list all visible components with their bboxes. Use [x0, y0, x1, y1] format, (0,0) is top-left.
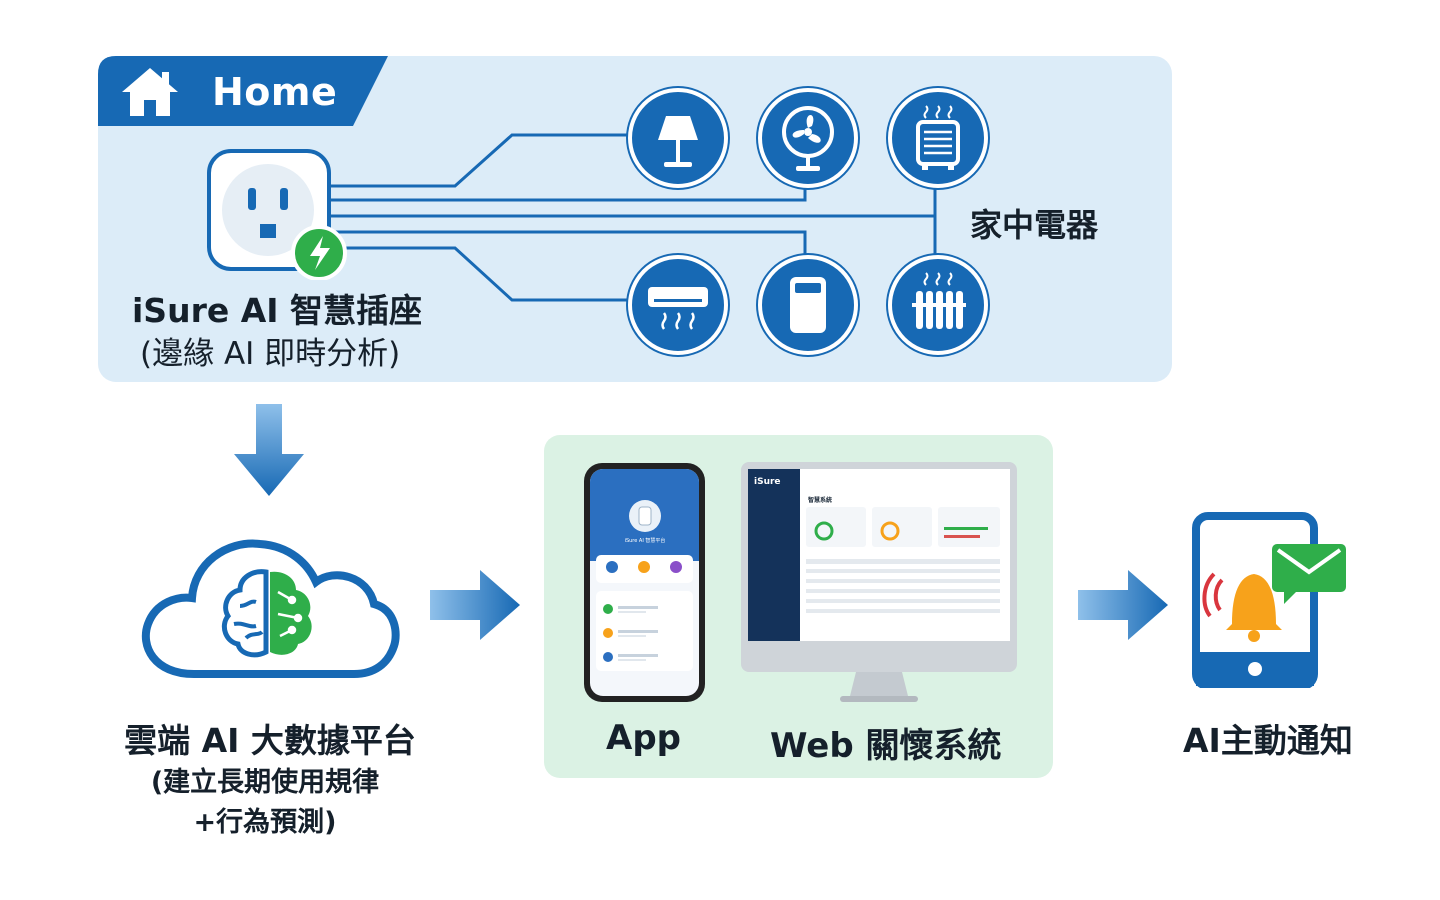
- plug-subtitle: (邊緣 AI 即時分析): [140, 336, 401, 372]
- home-banner: [98, 56, 388, 126]
- monitor-dashboard: [806, 507, 1000, 613]
- notify-label: AI主動通知: [1183, 721, 1353, 760]
- quick-action-icons: [606, 561, 682, 573]
- smart-plug-icon: [207, 149, 347, 280]
- phone-plug-icon: [629, 500, 661, 532]
- air-purifier-icon: [790, 277, 826, 333]
- radiator-device: [888, 255, 988, 355]
- radiator-icon: [912, 272, 966, 329]
- brain-icon: [221, 569, 312, 658]
- right-arrow-icon: [430, 570, 520, 640]
- app-label: App: [606, 718, 681, 758]
- lamp-device: [628, 88, 728, 188]
- appliances-label: 家中電器: [970, 206, 1099, 244]
- bell-icon: [1226, 574, 1282, 630]
- right-arrow-icon-2: [1078, 570, 1168, 640]
- monitor-page-title: 智慧系統: [808, 497, 833, 504]
- heater-device: [888, 88, 988, 188]
- monitor-screen: iSure 智慧系統: [748, 469, 1010, 641]
- phone-list-rows: [603, 604, 658, 662]
- phone-screen: iSure AI 智慧平台: [590, 469, 699, 696]
- monitor-logo: iSure: [754, 477, 781, 487]
- home-label: Home: [212, 70, 338, 114]
- fan-icon: [782, 106, 834, 171]
- cloud-subtitle-line2: +行為預測): [193, 807, 337, 838]
- heater-icon: [916, 105, 960, 170]
- air-purifier-device: [758, 255, 858, 355]
- air-conditioner-icon: [648, 287, 708, 330]
- phone-quick-actions: [596, 555, 693, 583]
- air-conditioner-device: [628, 255, 728, 355]
- monitor-sidebar: [748, 469, 800, 641]
- lamp-icon: [658, 116, 698, 167]
- down-arrow-icon: [234, 404, 304, 496]
- phone-list: [596, 591, 693, 671]
- monitor-stand: [840, 672, 918, 702]
- notification-icon: [1192, 512, 1346, 688]
- cloud-subtitle-line1: (建立長期使用規律: [150, 767, 380, 798]
- phone-header-title: iSure AI 智慧平台: [624, 538, 666, 544]
- cloud-title: 雲端 AI 大數據平台: [124, 721, 416, 760]
- plug-title: iSure AI 智慧插座: [132, 291, 423, 330]
- web-label: Web 關懷系統: [770, 726, 1002, 766]
- house-icon: [122, 68, 178, 116]
- fan-device: [758, 88, 858, 188]
